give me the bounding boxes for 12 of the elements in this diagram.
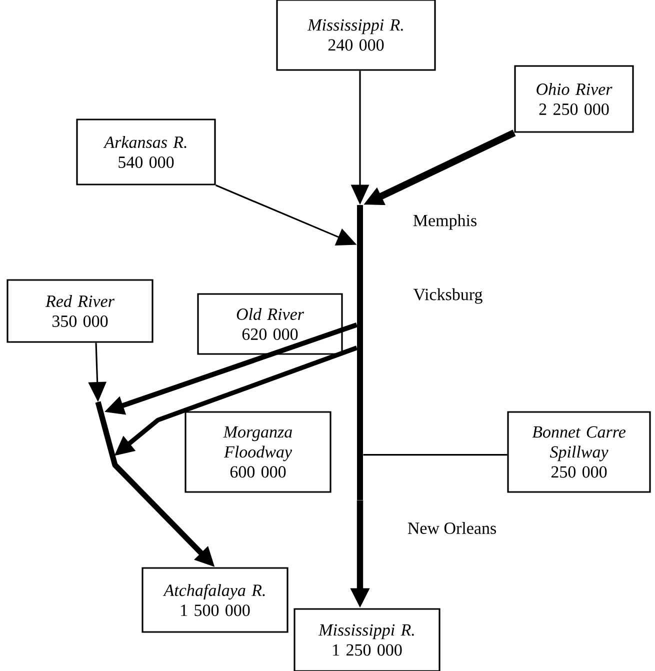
place-label: Vicksburg (413, 288, 482, 304)
river-box: Red River 350 000 (6, 279, 154, 343)
river-box: Ohio River 2 250 000 (514, 65, 634, 133)
place-label: New Orleans (408, 522, 496, 534)
place-label: Memphis (413, 214, 477, 230)
river-box: Old River 620 000 (197, 293, 343, 355)
river-box: Bonnet Carre Spillway 250 000 (507, 411, 651, 493)
river-box: Mississippi R. 240 000 (276, 0, 436, 71)
river-box: Arkansas R. 540 000 (76, 118, 216, 186)
river-box: Atchafalaya R. 1 500 000 (142, 567, 288, 633)
river-box: Mississippi R. 1 250 000 (294, 608, 440, 671)
river-box: Morganza Floodway 600 000 (184, 411, 332, 493)
